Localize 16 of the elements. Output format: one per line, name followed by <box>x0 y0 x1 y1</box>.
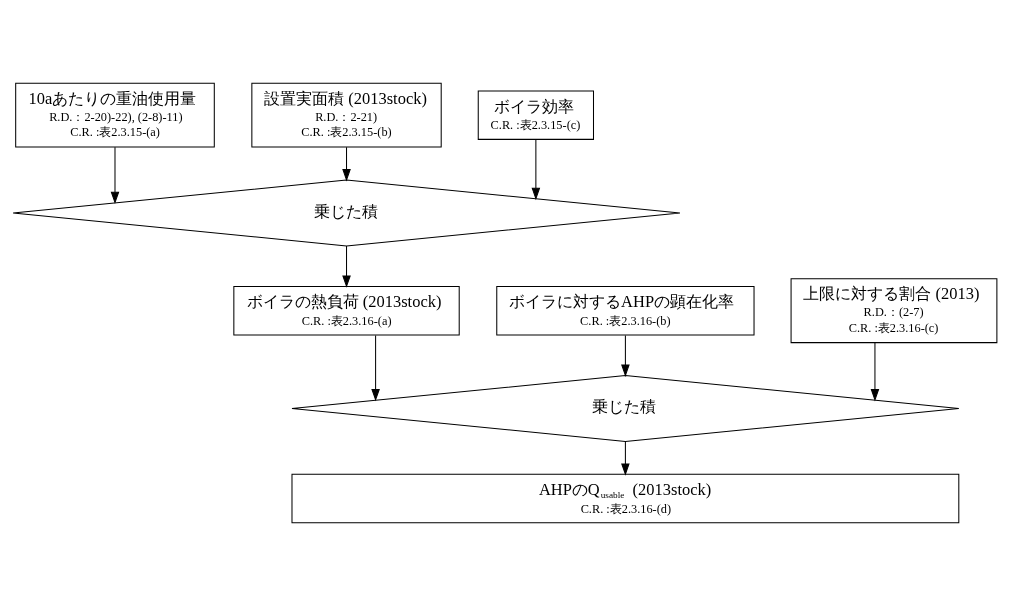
arrow <box>341 245 351 288</box>
arrow <box>531 139 540 201</box>
arrow <box>110 146 119 205</box>
node-box: ボイラの熱負荷 (2013stock) C.R. :表2.3.16-(a) <box>232 286 460 336</box>
arrow <box>341 146 351 182</box>
node-box: 設置実面積 (2013stock) R.D.：2-21) C.R. :表2.3.15-(b) <box>250 82 442 148</box>
arrow <box>620 440 630 476</box>
node-box: ボイラ効率 C.R. :表2.3.15-(c) <box>477 90 594 140</box>
arrow <box>370 334 380 402</box>
arrow <box>620 334 630 377</box>
node-diamond: 乗じた積 <box>12 179 680 247</box>
node-box: 10aあたりの重油使用量 R.D.：2-20)-22), (2-8)-11) C.R. :表2.3.15-(a) <box>14 82 215 148</box>
node-diamond: 乗じた積 <box>290 375 959 442</box>
arrow <box>870 342 879 402</box>
node-box: ボイラに対するAHPの顕在化率 C.R. :表2.3.16-(b) <box>495 286 755 336</box>
node-box: 上限に対する割合 (2013) R.D.：(2-7) C.R. :表2.3.16-(c) <box>790 278 997 344</box>
